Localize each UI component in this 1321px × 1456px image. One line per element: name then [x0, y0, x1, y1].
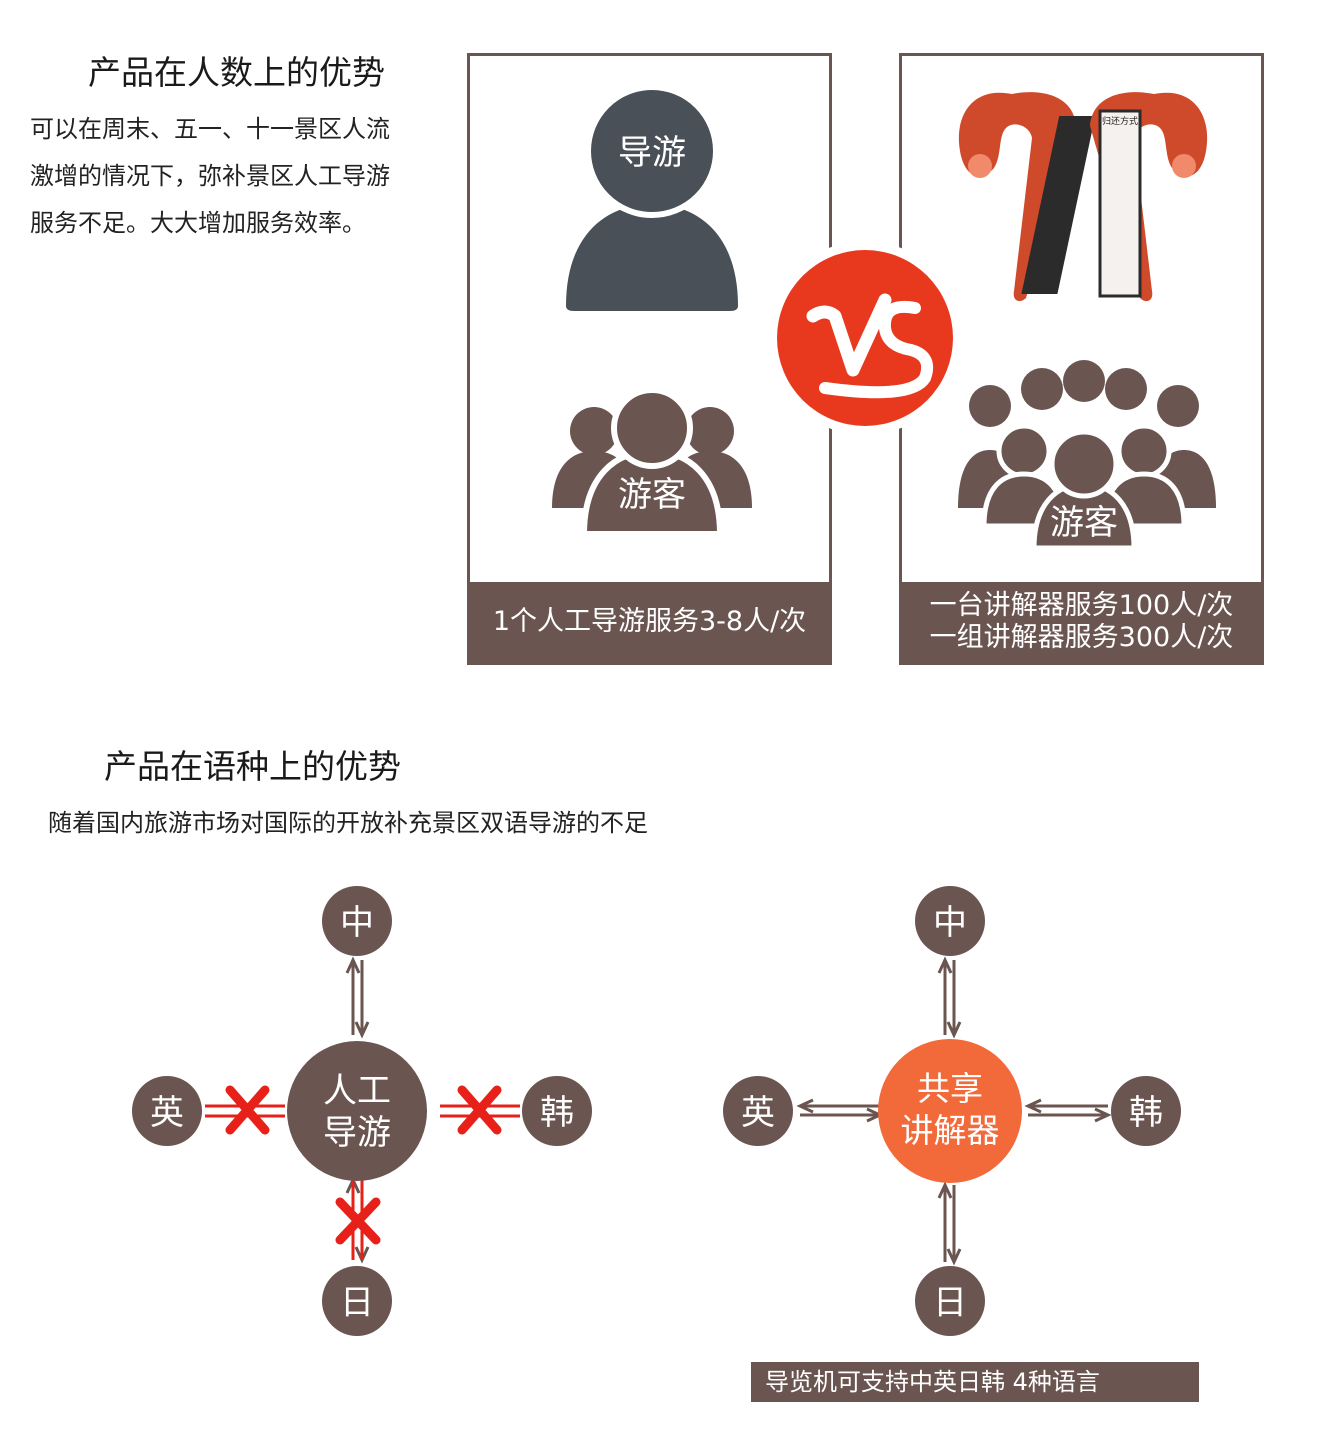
center-label-line1: 共享 [917, 1069, 983, 1108]
paragraph-line: 服务不足。大大增加服务效率。 [30, 209, 366, 237]
device-card-title: 归还方式 [1102, 115, 1138, 127]
shared-device-language-diagram: 中 英 韩 日 共享 讲解器 [723, 886, 1181, 1336]
section1-title: 产品在人数上的优势 [88, 53, 385, 92]
tourist-group-icon: 游客 [552, 387, 752, 537]
device-panel: 归还方式 游客 一台讲解器服务100人/次 一组讲解器服务300人/次 [899, 53, 1264, 665]
language-node-en: 英 [741, 1093, 775, 1133]
tourist-label: 游客 [618, 475, 686, 515]
guide-label: 导游 [618, 133, 686, 173]
center-label-line2: 导游 [323, 1113, 391, 1153]
audio-guide-device-icon: 归还方式 [958, 92, 1208, 302]
language-node-zh: 中 [340, 903, 374, 943]
caption-line-2: 一组讲解器服务300人/次 [929, 622, 1234, 653]
center-label-line2: 讲解器 [901, 1111, 1000, 1150]
section2-subtitle: 随着国内旅游市场对国际的开放补充景区双语导游的不足 [48, 809, 648, 837]
language-node-ko: 韩 [540, 1093, 574, 1133]
guide-person-icon: 导游 [566, 84, 738, 311]
language-node-ja: 日 [340, 1283, 374, 1323]
caption-line-1: 一台讲解器服务100人/次 [929, 590, 1234, 621]
language-node-en: 英 [150, 1093, 184, 1133]
language-support-bar: 导览机可支持中英日韩 4种语言 [751, 1362, 1199, 1402]
blocked-cross-icons [225, 1085, 502, 1245]
paragraph-line: 激增的情况下，弥补景区人工导游 [30, 162, 390, 190]
vs-badge [768, 241, 962, 435]
language-node-zh: 中 [933, 903, 967, 943]
language-node-ja: 日 [933, 1283, 967, 1323]
section2-title: 产品在语种上的优势 [104, 747, 401, 786]
device-figures: 归还方式 游客 [958, 92, 1216, 551]
caption-line: 1个人工导游服务3-8人/次 [492, 606, 807, 637]
human-guide-caption: 1个人工导游服务3-8人/次 [470, 582, 829, 662]
vs-letter-v [806, 293, 892, 377]
tourist-crowd-icon: 游客 [958, 360, 1216, 551]
paragraph-line: 可以在周末、五一、十一景区人流 [30, 115, 390, 143]
human-guide-language-diagram: 中 英 韩 日 人工 导游 [132, 886, 592, 1336]
crowd-tourist-label: 游客 [1050, 503, 1118, 543]
vs-letter-s [819, 301, 934, 399]
center-label-line1: 人工 [323, 1071, 391, 1111]
device-caption: 一台讲解器服务100人/次 一组讲解器服务300人/次 [902, 582, 1261, 662]
language-node-ko: 韩 [1129, 1093, 1163, 1133]
human-guide-figures: 导游 游客 [552, 84, 752, 537]
section1-paragraph: 可以在周末、五一、十一景区人流 激增的情况下，弥补景区人工导游 服务不足。大大增… [30, 106, 450, 247]
